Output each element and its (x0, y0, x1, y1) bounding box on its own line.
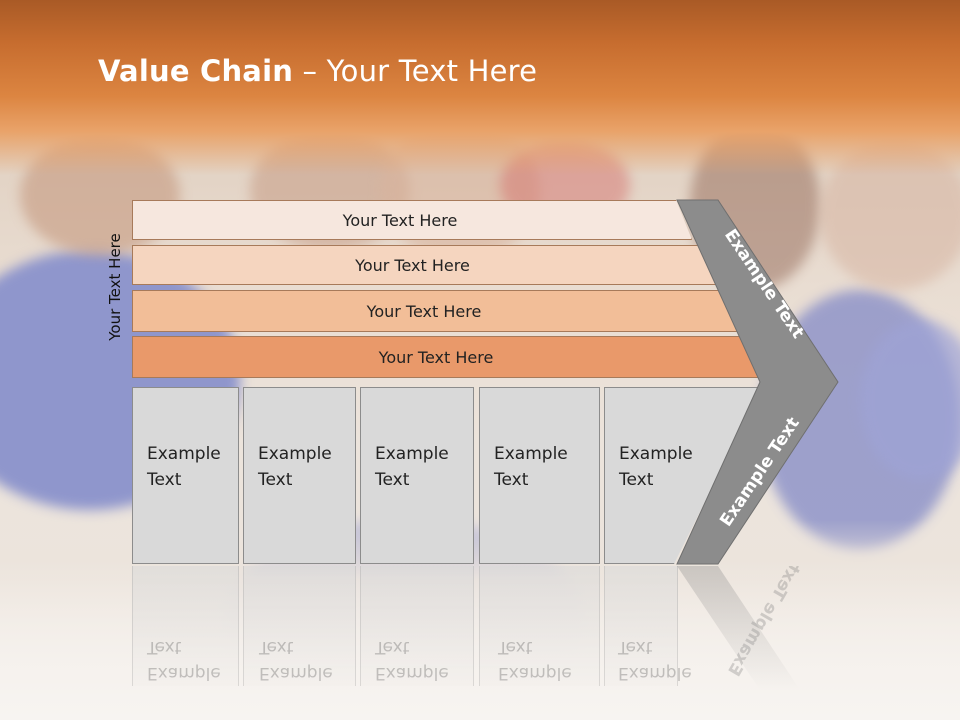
bar-1: Your Text Here (132, 200, 692, 240)
reflection-cell (243, 566, 356, 686)
cell-1-line1: Example (147, 444, 221, 464)
cell-2-line2: Text (258, 470, 293, 490)
chevron-shape (676, 199, 839, 565)
title-bold: Value Chain (98, 54, 294, 88)
bar-2: Your Text Here (132, 245, 717, 285)
bar-3: Your Text Here (132, 290, 740, 332)
cell-5-line2: Text (619, 470, 654, 490)
chevron-reflection (677, 566, 800, 690)
reflection-cell (479, 566, 600, 686)
cell-1-line2: Text (147, 470, 182, 490)
slide-title: Value Chain – Your Text Here (98, 54, 537, 88)
cell-4-line1: Example (494, 444, 568, 464)
cell-5-line1: Example (619, 444, 693, 464)
bar-1-label: Your Text Here (342, 210, 458, 230)
bar-4: Your Text Here (132, 336, 764, 378)
cell-3-line1: Example (375, 444, 449, 464)
bar-2-label: Your Text Here (355, 255, 470, 275)
reflection-cell (604, 566, 678, 686)
reflection-cell (132, 566, 239, 686)
header-band (0, 0, 960, 175)
reflection-cell (360, 566, 474, 686)
exercise-ball-far-right (860, 320, 960, 480)
cell-3-line2: Text (375, 470, 410, 490)
bar-3-label: Your Text Here (366, 301, 482, 321)
title-rest: – Your Text Here (293, 54, 538, 88)
cell-2-line1: Example (258, 444, 332, 464)
bar-4-label: Your Text Here (378, 347, 494, 367)
cell-4-line2: Text (494, 470, 529, 490)
